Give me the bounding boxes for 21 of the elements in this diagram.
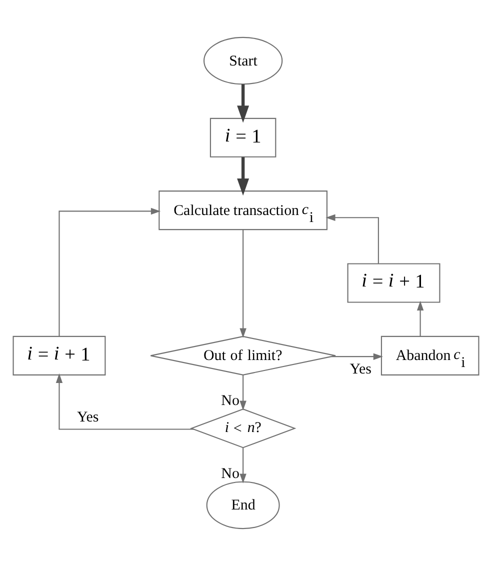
arrow	[239, 447, 246, 483]
node-ellipse: Start	[202, 36, 282, 84]
arrow	[325, 214, 378, 264]
node-diamond: i < n?	[189, 408, 296, 448]
arrow	[236, 84, 249, 122]
node-diamond: Out of limit?	[150, 335, 336, 375]
arrow	[236, 156, 249, 196]
arrow	[55, 372, 194, 430]
node-box: i = 1	[209, 117, 276, 157]
edge-label: No	[220, 465, 239, 482]
arrow	[416, 300, 424, 336]
arrow	[239, 374, 246, 410]
node-ellipse: End	[206, 480, 280, 529]
node-box: i = i + 1	[12, 335, 106, 375]
edge-label: No	[220, 392, 239, 409]
arrow	[58, 207, 160, 336]
node-box: i = i + 1	[346, 262, 440, 302]
arrow	[239, 229, 246, 338]
edge-label: Yes	[349, 360, 371, 377]
arrow	[330, 352, 382, 360]
edge-label: Yes	[76, 408, 98, 425]
